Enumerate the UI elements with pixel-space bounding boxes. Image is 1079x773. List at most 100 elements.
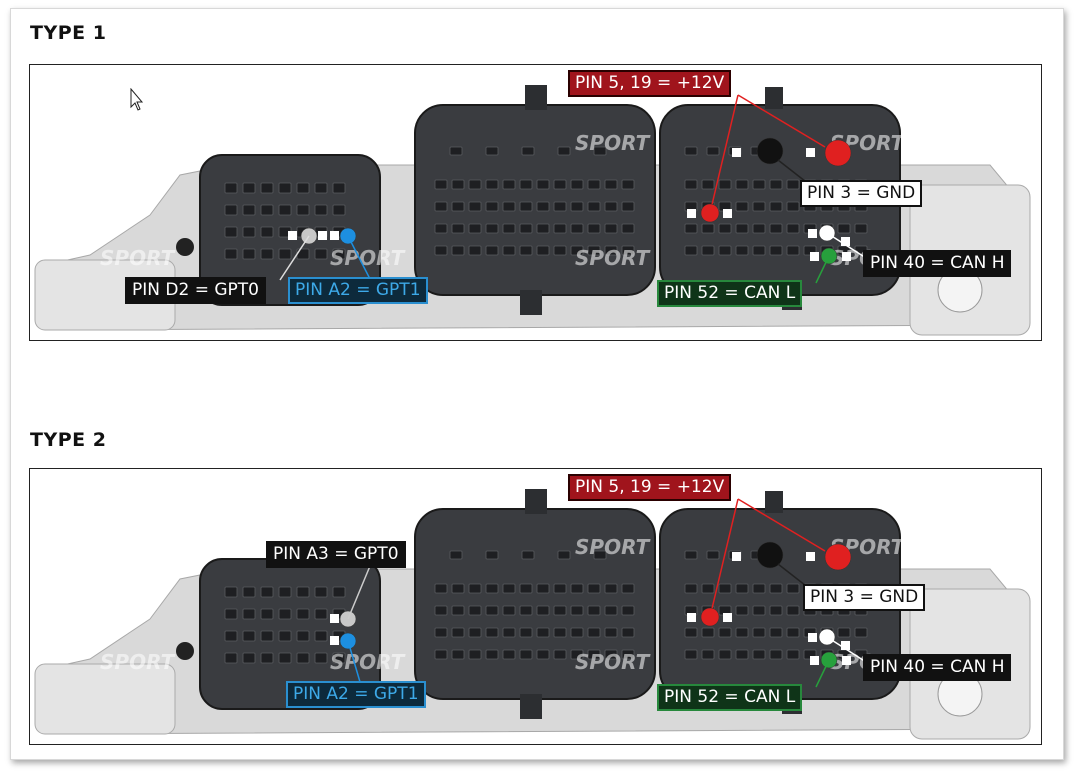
can-h-leader	[826, 232, 867, 259]
pin-slot-small	[314, 248, 328, 260]
pin-slot-small	[242, 586, 256, 598]
pin-slot-small	[296, 204, 310, 216]
pin-marker	[808, 229, 817, 238]
pin-slot-small	[242, 630, 256, 642]
pin-slot-middle	[519, 583, 533, 594]
type1-label-gpt0: PIN D2 = GPT0	[125, 277, 266, 304]
pin-slot-middle	[451, 605, 465, 616]
watermark-text: SPORT	[575, 535, 651, 559]
pin-slot-small	[260, 586, 274, 598]
pin-slot-right	[735, 605, 749, 616]
watermark-text: SPORT	[575, 650, 651, 674]
pin-slot-small	[314, 182, 328, 194]
pin-marker	[810, 252, 819, 261]
pin-slot-small	[224, 586, 238, 598]
type1-heading: TYPE 1	[30, 22, 107, 44]
pin-marker	[330, 231, 339, 240]
pin-slot-middle	[587, 201, 601, 212]
pin-slot-right	[752, 201, 766, 212]
pin-slot-small	[332, 248, 346, 260]
pin-slot-middle-top	[449, 146, 463, 156]
pin-slot-right	[684, 627, 698, 638]
pin-slot-middle	[570, 245, 584, 256]
pin-marker	[732, 552, 741, 561]
pin-slot-middle	[604, 649, 618, 660]
gpt1-leader	[347, 640, 361, 683]
pin-slot-middle	[553, 627, 567, 638]
pin-slot-middle	[536, 649, 550, 660]
pin-slot-middle	[570, 605, 584, 616]
pin-slot-middle	[621, 649, 635, 660]
pin-slot-middle	[434, 605, 448, 616]
pin-marker	[330, 636, 339, 645]
pin-slot-small	[242, 204, 256, 216]
pin-slot-middle	[468, 245, 482, 256]
pin-slot-middle	[468, 201, 482, 212]
watermark-text: SPORT	[330, 650, 406, 674]
pin-slot-right-top	[706, 146, 720, 156]
pin-slot-middle-top	[485, 146, 499, 156]
pin-marker	[806, 552, 815, 561]
pin-slot-small	[224, 226, 238, 238]
pin-slot-small	[296, 652, 310, 664]
pin-slot-middle	[451, 627, 465, 638]
pin-slot-right	[752, 245, 766, 256]
pin-slot-middle	[536, 605, 550, 616]
pin-slot-middle	[621, 583, 635, 594]
type1-label-ground: PIN 3 = GND	[800, 180, 923, 207]
pin-slot-small	[260, 248, 274, 260]
pin-slot-right	[752, 583, 766, 594]
mounting-hole-left	[176, 642, 194, 660]
pin-slot-right	[735, 245, 749, 256]
gpt0-leader	[279, 235, 310, 281]
pin-slot-middle	[485, 627, 499, 638]
type2-label-gpt1: PIN A2 = GPT1	[286, 681, 426, 708]
pin-slot-small	[332, 652, 346, 664]
pin-slot-middle	[502, 649, 516, 660]
type2-label-power: PIN 5, 19 = +12V	[568, 474, 732, 501]
type2-label-gpt0: PIN A3 = GPT0	[266, 541, 406, 568]
pin-slot-middle	[468, 179, 482, 190]
pin-slot-small	[278, 182, 292, 194]
pin-slot-middle	[502, 223, 516, 234]
pin-slot-right-top	[684, 550, 698, 560]
pin-slot-small	[242, 248, 256, 260]
pin-slot-middle	[468, 627, 482, 638]
pin-slot-right	[786, 605, 800, 616]
pin-slot-right	[786, 627, 800, 638]
pin-slot-right	[718, 627, 732, 638]
pin-slot-middle-top	[593, 550, 607, 560]
pin-slot-middle	[485, 583, 499, 594]
pin-slot-small	[242, 226, 256, 238]
pin-slot-small	[296, 586, 310, 598]
mounting-bracket-left	[34, 663, 176, 735]
pin-slot-right	[735, 223, 749, 234]
pin-slot-middle	[621, 605, 635, 616]
pin-slot-middle	[485, 649, 499, 660]
pin-marker	[732, 148, 741, 157]
pin-slot-right-top	[684, 146, 698, 156]
pin-slot-middle	[485, 605, 499, 616]
type2-label-can-l: PIN 52 = CAN L	[657, 684, 803, 711]
pin-slot-middle	[502, 179, 516, 190]
pin-slot-right	[735, 627, 749, 638]
pin-slot-middle-top	[449, 550, 463, 560]
pin-slot-middle	[604, 627, 618, 638]
pin-slot-middle-top	[557, 146, 571, 156]
pin-slot-middle	[587, 583, 601, 594]
pin-slot-small	[278, 652, 292, 664]
pin-slot-right	[701, 583, 715, 594]
pin-slot-middle-top	[485, 550, 499, 560]
type2-heading: TYPE 2	[30, 429, 107, 451]
pin-slot-middle	[553, 583, 567, 594]
latch-bottom-middle	[520, 694, 542, 719]
pin-slot-small	[314, 586, 328, 598]
pin-marker	[842, 656, 851, 665]
pin-slot-right	[769, 583, 783, 594]
pin-slot-right	[769, 649, 783, 660]
mouse-cursor-icon	[130, 88, 144, 111]
pin-slot-middle	[468, 583, 482, 594]
pin-slot-small	[260, 630, 274, 642]
pin-slot-middle	[587, 627, 601, 638]
pin-slot-small	[314, 608, 328, 620]
